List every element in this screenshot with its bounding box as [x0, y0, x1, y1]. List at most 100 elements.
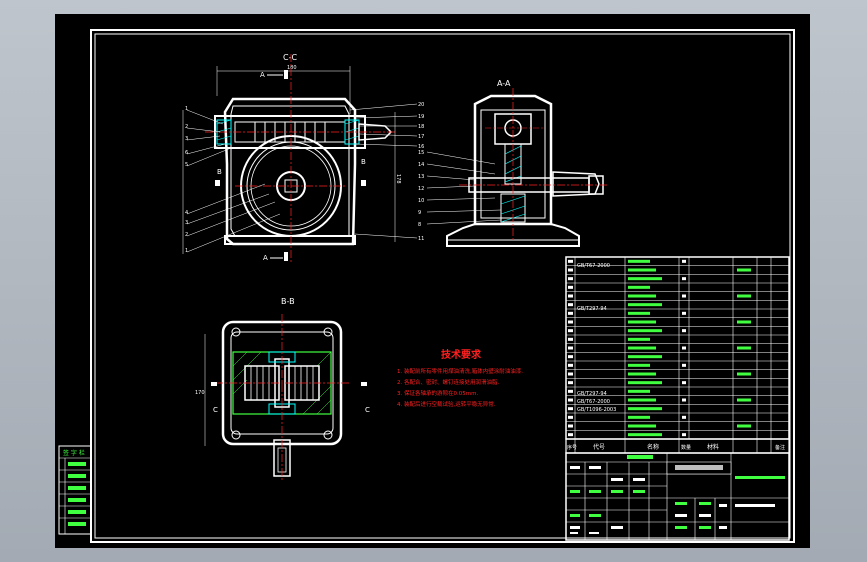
bom-cell-text — [628, 285, 650, 289]
svg-text:13: 13 — [418, 174, 424, 180]
svg-text:10: 10 — [418, 198, 424, 204]
title-block: 序号 代号 名称 数量 材料 备注 — [565, 438, 790, 541]
bom-std-5: GB/T1096-2003 — [577, 407, 616, 413]
bom-cell-text — [568, 311, 573, 315]
bom-cell-text — [737, 320, 751, 324]
bom-cell-text — [682, 415, 686, 419]
bom-cell-text — [568, 389, 573, 393]
view-cc-label: C-C — [283, 53, 297, 62]
bom-cell-text — [628, 346, 656, 350]
bom-cell-text — [737, 294, 751, 298]
bom-cell-text — [737, 424, 751, 428]
svg-text:15: 15 — [418, 150, 424, 156]
bom-cell-text — [568, 381, 573, 385]
bom-cell-text — [568, 424, 573, 428]
bom-cell-text — [628, 415, 650, 419]
tech-item-3: 3. 保证各轴承的游隙在0.05mm. — [397, 389, 478, 397]
svg-text:6: 6 — [185, 150, 188, 156]
bom-cell-text — [737, 268, 751, 272]
bom-std-3: GB/T297-94 — [577, 391, 607, 397]
bom-cell-text — [682, 277, 686, 281]
section-a-bottom: A — [263, 254, 268, 262]
bom-cell-text — [682, 363, 686, 367]
bom-cell-text — [682, 433, 686, 437]
tb-header-4: 数量 — [681, 444, 691, 451]
svg-text:8: 8 — [418, 222, 421, 228]
bom-cell-text — [682, 329, 686, 333]
svg-text:5: 5 — [185, 162, 188, 168]
bom-cell-text — [568, 363, 573, 367]
bom-cell-text — [628, 433, 662, 437]
svg-text:11: 11 — [418, 236, 424, 242]
bom-cell-text — [568, 303, 573, 307]
bom-cell-text — [628, 320, 656, 324]
bom-cell-text — [628, 277, 662, 281]
bom-cell-text — [568, 433, 573, 437]
tb-header-1: 序号 — [567, 444, 577, 451]
bom-cell-text — [568, 259, 573, 263]
svg-text:16: 16 — [418, 144, 424, 150]
view-bb: B-B — [195, 297, 370, 482]
bom-cell-text — [628, 294, 656, 298]
bom-cell-text — [628, 337, 650, 341]
tech-item-1: 1. 装配前所有零件用煤油清洗,箱体内壁涂耐油油漆. — [397, 367, 523, 375]
tech-item-2: 2. 各配合、密封、螺钉连接处用润滑油脂. — [397, 378, 499, 386]
bom-cell-text — [568, 415, 573, 419]
view-cc: C-C 180 A A — [182, 53, 424, 264]
bom-table: GB/T67-2000 GB/T297-94 GB/T297-94 GB/T67… — [565, 256, 790, 440]
bom-cell-text — [737, 346, 751, 350]
side-b-right: B — [361, 158, 366, 166]
svg-text:3: 3 — [185, 136, 188, 142]
bom-cell-text — [628, 389, 650, 393]
svg-text:170: 170 — [195, 390, 205, 396]
bom-cell-text — [568, 294, 573, 298]
bom-cell-text — [568, 337, 573, 341]
bom-cell-text — [568, 285, 573, 289]
bom-std-2: GB/T297-94 — [577, 306, 607, 312]
bom-cell-text — [737, 398, 751, 402]
svg-text:9: 9 — [418, 210, 421, 216]
side-c-left: C — [213, 406, 218, 414]
bom-cell-text — [628, 424, 656, 428]
cad-drawing: C-C 180 A A — [58, 29, 795, 543]
side-c-right: C — [365, 406, 370, 414]
bom-cell-text — [568, 268, 573, 272]
bom-cell-text — [628, 303, 662, 307]
bom-std-4: GB/T67-2000 — [577, 399, 610, 405]
bom-cell-text — [568, 329, 573, 333]
bom-cell-text — [628, 259, 650, 263]
bom-cell-text — [568, 346, 573, 350]
bom-std-1: GB/T67-2000 — [577, 263, 610, 269]
bom-cell-text — [628, 381, 662, 385]
tech-item-4: 4. 装配后进行空载试验,运转平稳无异常. — [397, 400, 496, 408]
svg-text:17: 17 — [418, 134, 424, 140]
bom-cell-text — [628, 329, 662, 333]
bom-cell-text — [682, 381, 686, 385]
bom-cell-text — [568, 277, 573, 281]
bom-cell-text — [628, 363, 650, 367]
tech-requirements: 技术要求 1. 装配前所有零件用煤油清洗,箱体内壁涂耐油油漆. 2. 各配合、密… — [397, 348, 523, 408]
tech-requirements-title: 技术要求 — [441, 348, 482, 361]
tb-header-6: 备注 — [775, 444, 785, 451]
bom-cell-text — [628, 268, 656, 272]
svg-text:180: 180 — [287, 65, 297, 71]
inner-border — [94, 33, 791, 539]
view-aa-label: A-A — [497, 79, 511, 88]
bom-cell-text — [568, 320, 573, 324]
svg-text:14: 14 — [418, 162, 424, 168]
view-bb-label: B-B — [281, 297, 295, 306]
bom-cell-text — [682, 294, 686, 298]
svg-text:1: 1 — [185, 106, 188, 112]
bom-cell-text — [682, 346, 686, 350]
bom-cell-text — [568, 407, 573, 411]
tb-header-2: 代号 — [593, 443, 605, 451]
side-b-left: B — [217, 168, 222, 176]
svg-text:12: 12 — [418, 186, 424, 192]
svg-text:19: 19 — [418, 114, 424, 120]
bom-cell-text — [568, 398, 573, 402]
svg-text:3: 3 — [185, 220, 188, 226]
svg-text:1: 1 — [185, 248, 188, 254]
svg-text:4: 4 — [185, 210, 188, 216]
svg-text:18: 18 — [418, 124, 424, 130]
tb-header-5: 材料 — [707, 443, 719, 451]
